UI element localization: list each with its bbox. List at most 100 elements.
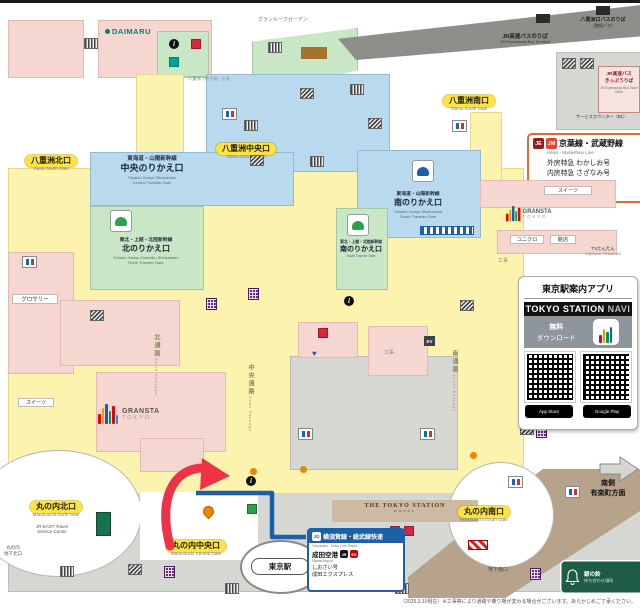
shop-icon [169, 57, 179, 67]
stairs-icon [350, 84, 364, 95]
highway-bus-label: JR高速バスのりば JR Expressway Bus Terminal [500, 34, 550, 44]
station-emblem-label: 東京駅 [251, 558, 309, 575]
central-passage-label: 中央通路Chuo Passage [247, 364, 253, 433]
yokosuka-line-badge: JO [312, 532, 321, 541]
daimaru-logo-mark [105, 29, 110, 34]
stairs-icon [310, 156, 324, 167]
tokaido-south-transfer-gate-label: 東海道・山陽新幹線 南のりかえ口 Tokaido-Sanyo Shinkanse… [393, 192, 443, 219]
yaesu-north-building [8, 20, 84, 78]
stairs-icon [84, 38, 98, 49]
keiyo-title: 京葉線・武蔵野線 [559, 139, 623, 148]
daimaru-logo: DAIMARU [105, 27, 151, 36]
gate-marunouchi-central: 丸の内中央口 Marunouchi Central Gate [166, 540, 226, 557]
restroom-icon [22, 256, 37, 268]
shop-block [140, 438, 204, 472]
shop-block [368, 326, 428, 376]
service-counter-label: サービスカウンター（B1） [576, 114, 628, 119]
bus-ticket-office: JR高速バス きっぷうりば JR Expressway Bus Ticket O… [598, 66, 640, 113]
gate-marunouchi-south: 丸の内南口 Marunouchi South Gate [458, 506, 510, 523]
disclaimer-text: （2025.3.10現在）※工事等により通路や乗り場が変わる場合がございます。あ… [400, 599, 636, 605]
narita-dest-en: Narita Airport [312, 559, 333, 563]
musashino-line-badge: JM [546, 138, 557, 149]
worker-icon [300, 466, 307, 473]
escalator-icon [460, 300, 474, 311]
googleplay-badge: Google Play [583, 405, 631, 418]
coin-locker-icon [164, 566, 175, 578]
bell-icon [565, 568, 580, 585]
sweets-alley-label: スイーツ [544, 186, 592, 195]
restroom-icon [420, 428, 435, 440]
gransta-bars-icon [506, 206, 521, 222]
bus-stop-icon [536, 14, 550, 23]
underground-north-gate-label: 丸の内 地下北口 [4, 545, 22, 556]
restroom-icon [508, 476, 523, 488]
shop-icon [318, 328, 328, 338]
narita-express-label: 成田エクスプレス [312, 572, 354, 578]
app-promo-box: 東京駅案内アプリ TOKYO STATION NAVI 無料 ダウンロード Ap… [518, 276, 638, 430]
gate-yaesu-north: 八重洲北口 Yaesu North Gate [25, 155, 77, 172]
stairs-icon [268, 42, 282, 53]
station-hotel-band: THE TOKYO STATION HOTEL [332, 500, 478, 522]
sweets-label: スイーツ [18, 398, 54, 407]
shinkansen-icon [412, 160, 434, 182]
appstore-badge: App Store [525, 405, 573, 418]
shop-block [298, 322, 358, 358]
shop-icon [404, 526, 414, 536]
info-icon: i [344, 296, 354, 306]
travel-service-center-icon [96, 512, 111, 536]
gransta-logo: GRANSTA TOKYO [506, 206, 552, 222]
narita-dest: 成田空港 [312, 552, 338, 559]
gransta-logo: GRANSTA TOKYO [98, 404, 160, 424]
yokosuka-sobu-box: JO 横須賀線・総武線快速 Yokosuka - Sobu Line Rapid… [307, 528, 405, 592]
stairs-icon [225, 583, 239, 594]
travel-service-center-label: JR EAST Travel Service Center [36, 524, 68, 534]
tohoku-north-transfer-zone [90, 206, 204, 290]
yokosuka-title: 横須賀線・総武線快速 [323, 535, 384, 541]
bus-stop-icon [596, 6, 610, 15]
construction-label: 工事 [384, 350, 395, 356]
bell-label: 銀の鈴 [584, 572, 601, 578]
meiten-label: 銘店 [550, 235, 576, 244]
daimaru-label: DAIMARU [112, 27, 151, 36]
north-passage-label: 北通路North Passage [153, 334, 159, 396]
meeting-point-heart-icon: ♥ [312, 349, 317, 358]
gransta-bars-icon [98, 404, 119, 424]
underground-south-gate-label: 地下南口 [488, 567, 509, 573]
ticket-office-icon [247, 504, 257, 514]
app-title: 東京駅案内アプリ [524, 277, 632, 299]
bell-sub-label: 待ち合わせ場所 [584, 578, 614, 583]
escalator-icon [90, 310, 104, 321]
worker-icon [470, 452, 477, 459]
elevator-icon: EV [424, 336, 435, 346]
escalator-icon [580, 58, 594, 69]
restroom-icon [452, 120, 467, 132]
app-free-band: 無料 ダウンロード [524, 316, 632, 348]
central-transfer-gate-label: 東海道・山陽新幹線 中央のりかえ口 Tokaido-Sanyo Shinkans… [120, 156, 184, 186]
daimaru-building: DAIMARU i [98, 20, 212, 78]
download-label: ダウンロード [536, 335, 576, 342]
daimaru-terrace [157, 31, 209, 77]
keiyo-express-2: 内房特急 さざなみ号 [547, 170, 611, 177]
local-bus-label: 八重洲口バスのりば （路線バス） [580, 17, 626, 28]
stairs-icon [60, 566, 74, 577]
qr-code-googleplay [580, 351, 632, 403]
gate-marunouchi-north: 丸の内北口 Marunouchi North Gate [30, 501, 82, 518]
silver-bell-box: 銀の鈴 待ち合わせ場所 [560, 560, 640, 594]
restroom-icon [298, 428, 313, 440]
shiosai-label: しおさい号 [312, 565, 338, 571]
shop-icon [191, 39, 201, 49]
escalator-icon [562, 58, 576, 69]
stairs-icon [244, 120, 258, 131]
gate-yaesu-south: 八重洲南口 Yaesu South Gate [443, 95, 495, 112]
info-icon: i [246, 476, 256, 486]
escalator-icon [128, 564, 142, 575]
tohoku-south-transfer-gate-label: 東北・上越・北陸新幹線 南のりかえ口 South Transfer Gate [340, 240, 382, 259]
coin-locker-icon [530, 568, 541, 580]
marunouchi-north-plaza [0, 450, 142, 577]
gate-yaesu-central: 八重洲中央口 Yaesu Central Gate [216, 143, 276, 160]
shinkansen-icon [347, 214, 369, 236]
yurakucho-direction-label: 南側 有楽町方面 [590, 480, 626, 497]
grocery-label: グロサリー [12, 294, 58, 304]
qr-code-appstore [524, 351, 576, 403]
